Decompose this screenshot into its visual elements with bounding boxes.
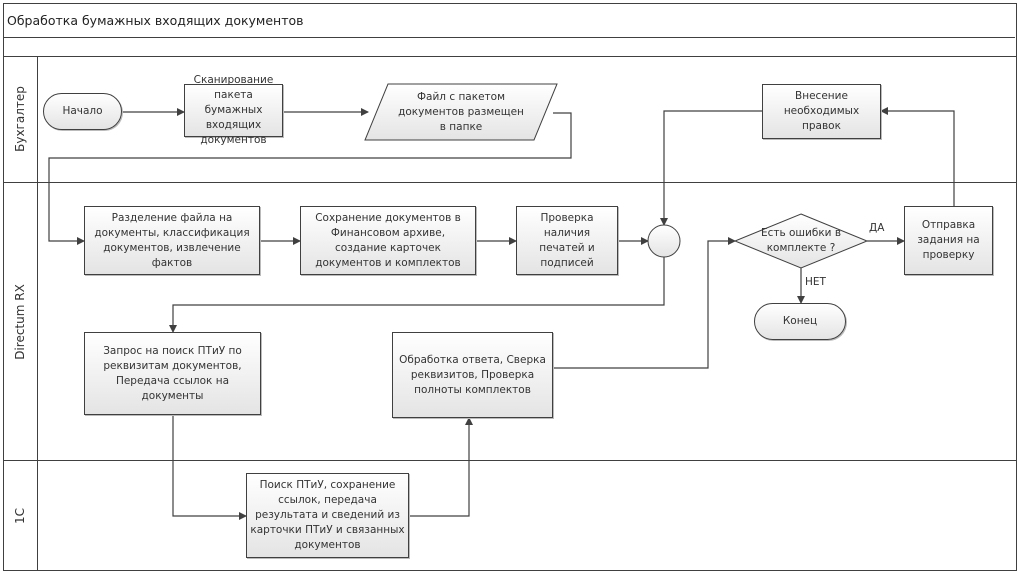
process-step: Обработка ответа, Сверка реквизитов, Про… xyxy=(392,332,553,418)
file-node-label: Файл с пакетом документов размещен в пап… xyxy=(398,90,524,133)
edge-process-decision xyxy=(553,237,736,369)
split-step: Разделение файла на документы, классифик… xyxy=(84,206,260,275)
edge-file-split xyxy=(48,112,572,245)
lane-label-box: Directum RX xyxy=(3,183,38,460)
edge-request-search xyxy=(172,415,247,520)
diagram-title: Обработка бумажных входящих документов xyxy=(3,3,1015,38)
diagram-frame xyxy=(3,3,1017,571)
lane-1c: 1С xyxy=(3,461,1016,570)
end-node: Конец xyxy=(754,303,846,340)
start-node: Начало xyxy=(43,93,122,130)
edge-send-fix xyxy=(880,107,955,206)
request-step: Запрос на поиск ПТиУ по реквизитам докум… xyxy=(84,332,261,415)
search-step: Поиск ПТиУ, сохранение ссылок, передача … xyxy=(246,473,409,558)
save-step: Сохранение документов в Финансовом архив… xyxy=(300,206,476,275)
header-band xyxy=(3,38,1016,57)
scan-step: Сканирование пакета бумажных входящих до… xyxy=(184,74,283,146)
edge-merge-request xyxy=(169,257,665,333)
check-step: Проверка наличия печатей и подписей xyxy=(516,206,618,275)
edge-label-yes: ДА xyxy=(869,222,885,234)
edge-label-no: НЕТ xyxy=(805,276,826,288)
decision-label: Есть ошибки в комплекте ? xyxy=(760,227,842,254)
edge-search-process xyxy=(409,417,473,517)
lane-label-box: 1С xyxy=(3,461,38,570)
file-parallelogram-shape xyxy=(364,83,558,141)
decision-diamond-shape xyxy=(733,213,869,269)
lane-accountant: Бухгалтер xyxy=(3,56,1016,183)
lane-label-box: Бухгалтер xyxy=(3,56,38,182)
merge-circle xyxy=(647,224,681,258)
fix-step: Внесение необходимых правок xyxy=(762,84,881,139)
lane-directum: Directum RX xyxy=(3,183,1016,461)
edge-fix-merge xyxy=(660,110,762,226)
send-step: Отправка задания на проверку xyxy=(904,206,993,275)
